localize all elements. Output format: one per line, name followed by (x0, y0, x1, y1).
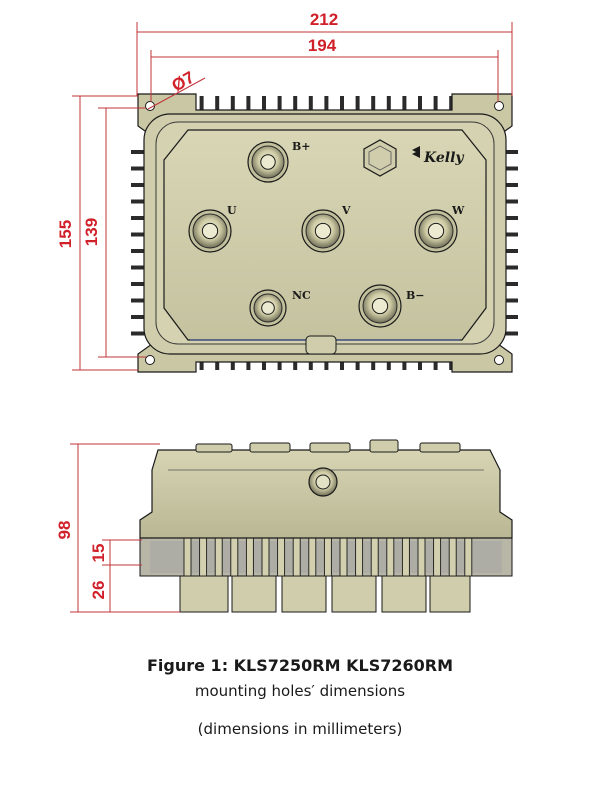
top-view: Kelly B+ U V W NC B− (131, 93, 518, 373)
fin-top (246, 96, 251, 118)
terminal-label-v: V (341, 204, 351, 217)
brand-label: Kelly (423, 150, 464, 166)
fin-top (262, 96, 266, 118)
fin-top (230, 96, 235, 118)
base-block (231, 573, 277, 613)
fin-left (131, 298, 151, 303)
terminal-label-b-minus: B− (406, 289, 425, 302)
fin-right (498, 183, 518, 187)
figure-caption: Figure 1: KLS7250RM KLS7260RM mounting h… (0, 654, 600, 742)
dim-label-139: 139 (82, 218, 101, 246)
terminal-b-minus (358, 284, 402, 328)
dim-label-diameter: Ø7 (169, 68, 198, 96)
fin-top (402, 96, 407, 118)
fin-right (498, 315, 518, 319)
dim-label-98: 98 (55, 521, 74, 540)
fin-top (199, 96, 204, 118)
fin-top (340, 96, 344, 118)
fin-top (418, 96, 422, 118)
terminal-label-w: W (451, 204, 465, 217)
base-block (281, 573, 327, 613)
dimension-overall-height: 155 (56, 95, 138, 371)
dimension-total-depth: 98 (55, 443, 180, 613)
fin-right (498, 249, 518, 253)
fin-right (498, 232, 518, 237)
side-view (139, 439, 513, 613)
terminal-w (414, 209, 458, 253)
fin-right (498, 331, 518, 336)
fin-left (131, 150, 151, 154)
dim-label-15: 15 (89, 544, 108, 563)
base-block (381, 573, 427, 613)
base-block (179, 573, 229, 613)
fin-right (498, 298, 518, 303)
fin-left (131, 282, 151, 286)
fin-right (498, 150, 518, 154)
base-block (331, 573, 377, 613)
mounting-hole-bottom-right (494, 355, 504, 365)
caption-units: (dimensions in millimeters) (197, 720, 403, 738)
fin-left (131, 265, 151, 270)
fin-right (498, 216, 518, 220)
fin-top (433, 96, 438, 118)
base-block (429, 573, 471, 613)
cooling-fins-left (131, 150, 151, 336)
dim-label-212: 212 (310, 10, 338, 29)
dimension-hole-spacing-height: 139 (82, 107, 146, 358)
terminal-label-u: U (227, 204, 237, 217)
side-terminal-caps (195, 439, 461, 453)
fin-top (355, 96, 360, 118)
fin-top (293, 96, 298, 118)
fin-top (215, 96, 220, 118)
fin-right (498, 265, 518, 270)
controller-drawing: Kelly B+ U V W NC B− 212 194 Ø7 155 (55, 10, 518, 613)
fin-right (498, 199, 518, 204)
terminal-v (301, 209, 345, 253)
mounting-hole-bottom-left (145, 355, 155, 365)
fin-left (131, 331, 151, 336)
dim-label-194: 194 (308, 36, 337, 55)
terminal-nc (249, 289, 287, 327)
fin-top (277, 96, 282, 118)
terminals (188, 141, 458, 328)
terminal-label-nc: NC (292, 289, 311, 302)
mounting-hole-top-right (494, 101, 504, 111)
kelly-logo: Kelly (412, 146, 464, 166)
terminal-label-b-plus: B+ (292, 140, 311, 153)
fin-left (131, 166, 151, 171)
fin-right (498, 166, 518, 171)
caption-subtitle: mounting holes′ dimensions (194, 682, 406, 700)
cooling-fins-right (498, 150, 518, 336)
base-blocks (179, 573, 471, 613)
fin-top (386, 96, 391, 118)
terminal-b-plus (247, 141, 289, 183)
fin-top (324, 96, 329, 118)
fin-left (131, 232, 151, 237)
terminal-u (188, 209, 232, 253)
dimension-fin-depth: 15 (89, 539, 142, 566)
dim-label-26: 26 (89, 581, 108, 600)
dim-label-155: 155 (56, 220, 75, 248)
dimension-overall-width: 212 (136, 10, 513, 96)
dimension-hole-spacing-width: 194 (150, 36, 499, 102)
fin-left (131, 315, 151, 319)
fin-right (498, 282, 518, 286)
fin-left (131, 183, 151, 187)
fin-top (371, 96, 376, 118)
fin-left (131, 249, 151, 253)
fin-top (308, 96, 313, 118)
fin-top (449, 96, 454, 118)
fin-left (131, 216, 151, 220)
hex-vent-plug (363, 139, 397, 177)
dimension-base-depth: 26 (89, 565, 111, 612)
fin-left (131, 199, 151, 204)
caption-title: Figure 1: KLS7250RM KLS7260RM (146, 656, 454, 675)
side-cooling-fins (183, 511, 473, 577)
